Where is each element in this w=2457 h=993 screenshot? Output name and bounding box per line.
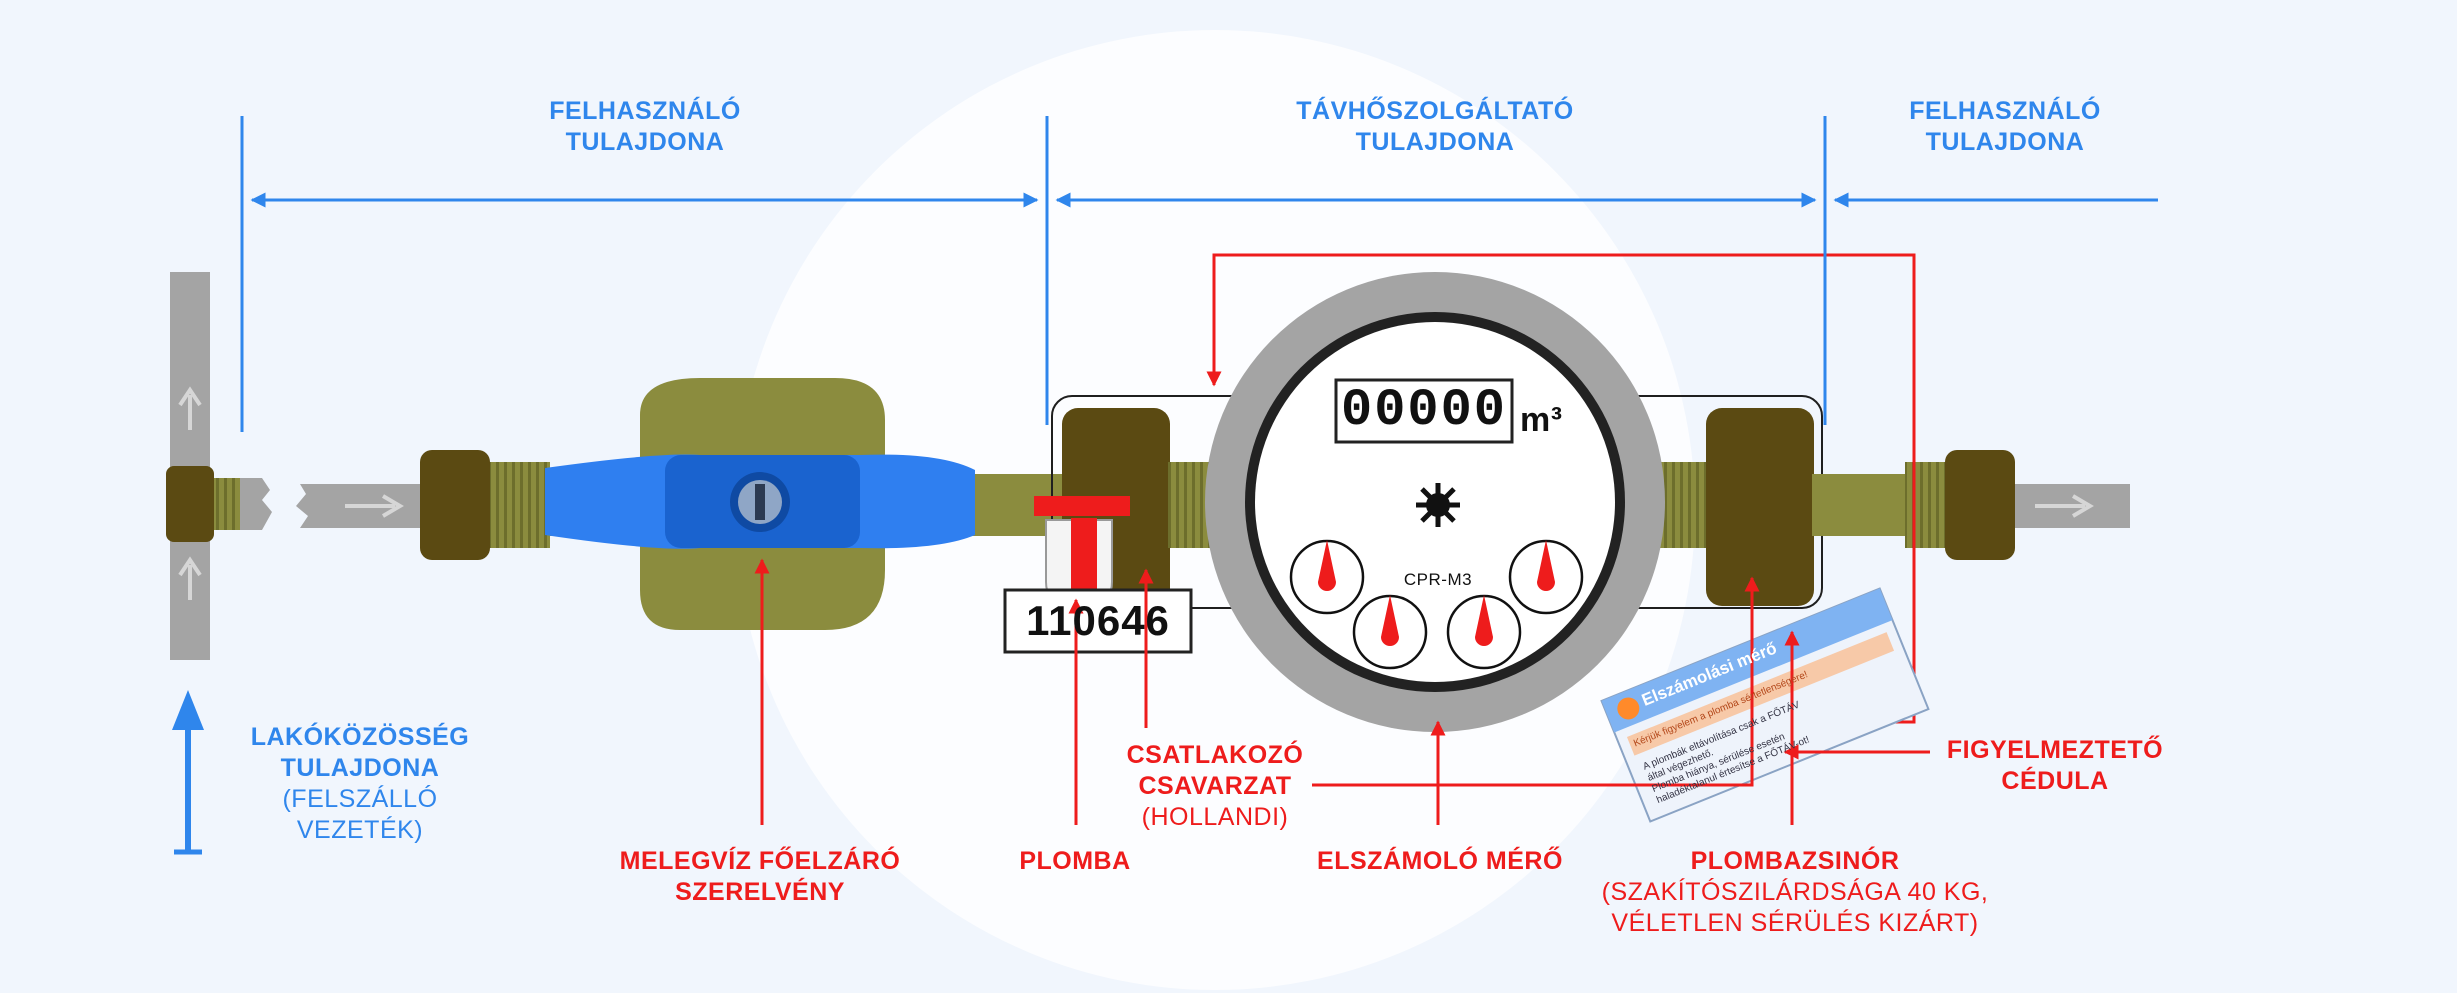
callout-seal-wire: PLOMBAZSINÓR(SZAKÍTÓSZILÁRDSÁGA 40 KG,VÉ… [1601, 847, 1989, 937]
riser-flow-arrow [172, 690, 204, 855]
callout-leaders [754, 558, 1930, 825]
callout-meter: ELSZÁMOLÓ MÉRŐ [1317, 847, 1563, 875]
seal-number-plate [1003, 588, 1193, 654]
meter-counter: 00000 [1340, 381, 1508, 440]
meter-unit: m³ [1520, 401, 1563, 439]
seal-number: 110646 [1026, 597, 1170, 644]
callout-seal: PLOMBA [1019, 847, 1131, 875]
warning-tag-card [1600, 587, 1930, 823]
meter-dial [1205, 272, 1665, 732]
sub-dial-2 [1352, 594, 1428, 670]
ownership-dimension-lines [240, 116, 2158, 432]
sub-dial-3 [1446, 594, 1522, 670]
riser-pipe [166, 272, 272, 660]
seal [1034, 496, 1130, 603]
ball-valve [545, 378, 975, 630]
meter-model: CPR-M3 [1403, 570, 1473, 589]
sub-dial-4 [1508, 539, 1584, 615]
sub-dial-1 [1289, 539, 1365, 615]
union-nut-right [1660, 408, 2130, 606]
